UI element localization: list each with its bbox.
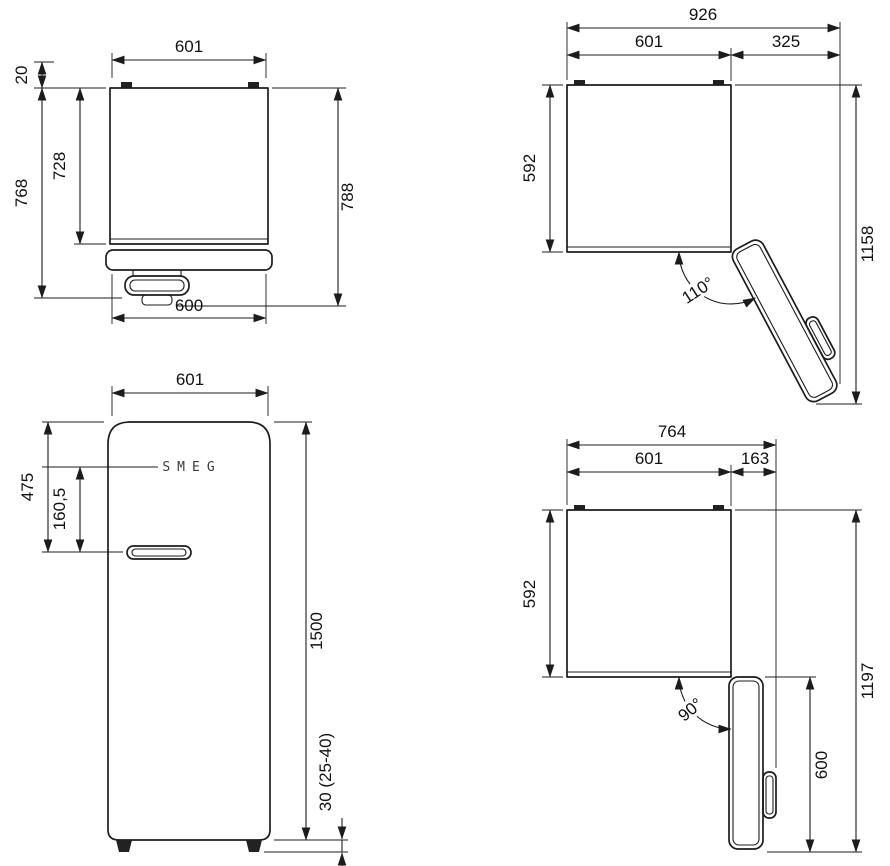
dim-label-width-body: 601	[635, 449, 663, 468]
dim-label-depth-overall: 1197	[858, 663, 877, 700]
dim-label-width-body: 601	[635, 32, 663, 51]
door-outline	[105, 249, 273, 271]
handle-outline	[762, 771, 777, 819]
view-top-closed: 601 20 768 728 788 600	[12, 37, 357, 324]
hinge-mark-icon	[574, 80, 585, 85]
angle-arc	[674, 676, 732, 734]
hinge-mark-icon	[248, 82, 259, 88]
hinge-mark-icon	[574, 505, 585, 510]
handle-inner-line	[129, 279, 185, 292]
hinge-mark-icon	[713, 80, 724, 85]
smeg-logo: SMEG	[162, 460, 221, 475]
handle-outline	[124, 275, 190, 296]
hinge-mark-icon	[713, 505, 724, 510]
fridge-body-outline	[109, 87, 269, 245]
dim-label-depth-overall: 1158	[858, 226, 877, 263]
dim-label-depth-overall: 788	[338, 183, 357, 211]
view-top-open-110: 110° 926 601 325 592 1158	[520, 5, 877, 405]
door-outline	[728, 676, 764, 850]
handle-inner-line	[765, 775, 774, 815]
dim-label-handle-from-top: 475	[18, 473, 37, 501]
dim-label-depth-body: 728	[50, 152, 69, 180]
dim-label-height: 1500	[307, 612, 326, 650]
dim-label-width-door: 600	[175, 296, 203, 315]
foot-left	[116, 840, 132, 852]
dim-label-depth-total: 768	[12, 179, 31, 207]
foot-right	[246, 840, 262, 852]
dim-label-depth-body: 592	[520, 580, 539, 608]
door-outline	[731, 239, 838, 403]
angle-arc	[674, 251, 756, 308]
dim-label-door-projection: 325	[772, 32, 800, 51]
hinge-mark-icon	[121, 82, 132, 88]
fridge-body-outline	[566, 84, 732, 253]
dim-label-width-overall: 764	[658, 422, 686, 441]
door-open-90	[728, 676, 777, 850]
handle-inner-line	[131, 548, 187, 557]
view-top-open-90: 90° 764 601 163 592 1197 600	[520, 422, 877, 853]
handle-inner-line	[808, 320, 832, 357]
door-inner-line	[732, 680, 760, 846]
dim-label-width-overall: 926	[689, 5, 717, 24]
door-open-110	[731, 239, 838, 403]
dim-label-door-width: 600	[812, 751, 831, 779]
dim-label-width: 601	[176, 370, 204, 389]
angle-label: 110°	[679, 273, 718, 307]
dim-label-depth-body: 592	[520, 154, 539, 182]
dim-label-rear-gap: 20	[12, 66, 31, 85]
dim-label-door-projection: 163	[741, 449, 769, 468]
dim-label-width-top: 601	[175, 37, 203, 56]
dim-label-logo-to-handle: 160,5	[50, 488, 69, 531]
door-inner-line	[736, 243, 834, 398]
fridge-body-outline	[566, 509, 732, 678]
fridge-front-outline	[107, 421, 271, 841]
handle-outline	[805, 316, 836, 361]
view-front: SMEG 601 475 160,5 1500 30 (25-40)	[18, 370, 348, 866]
dim-label-feet: 30 (25-40)	[316, 733, 335, 811]
handle-outline	[126, 545, 192, 560]
handle-grip-profile	[141, 294, 173, 306]
